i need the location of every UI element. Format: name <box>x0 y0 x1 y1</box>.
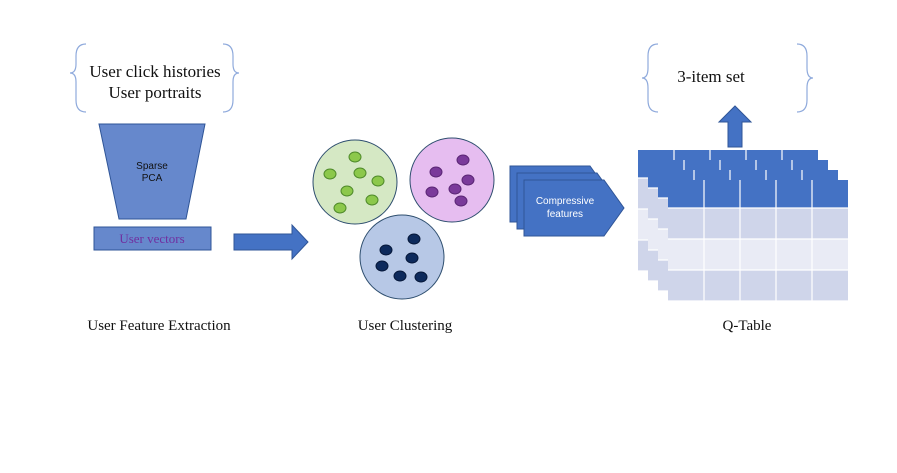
vectors-label: User vectors <box>119 231 184 246</box>
cluster-purple <box>409 137 495 223</box>
output-brace-group: 3-item set <box>641 43 814 113</box>
green-dot <box>348 151 362 163</box>
purple-dot <box>448 183 462 195</box>
caption-q-table: Q-Table <box>723 318 772 334</box>
sparse-pca-funnel: Sparse PCA <box>98 123 206 220</box>
cluster-purple-dots <box>425 154 475 207</box>
arrow-up-output <box>717 105 753 148</box>
arrow-to-clustering <box>233 223 309 261</box>
q-table-row <box>668 270 848 301</box>
caption-feature-extraction: User Feature Extraction <box>87 318 231 334</box>
blue-dot <box>414 271 428 283</box>
funnel-label-sparse: Sparse <box>136 161 168 172</box>
q-table-row <box>668 208 848 239</box>
purple-dot <box>456 154 470 166</box>
purple-dot <box>425 186 439 198</box>
cluster-green-dots <box>323 151 385 214</box>
output-left-brace <box>641 43 659 113</box>
compressive-features-stack: Compressive features <box>509 165 625 237</box>
purple-dot <box>454 195 468 207</box>
blue-dot <box>393 270 407 282</box>
cluster-purple-circle <box>409 137 495 223</box>
right-curly-brace <box>222 43 240 113</box>
cluster-blue <box>359 214 445 300</box>
cluster-blue-circle <box>359 214 445 300</box>
green-dot <box>323 168 337 180</box>
funnel-shape <box>98 123 206 220</box>
purple-dot <box>461 174 475 186</box>
blue-dot <box>405 252 419 264</box>
compressive-label-line1: Compressive <box>536 196 595 207</box>
funnel-label-pca: PCA <box>142 173 163 184</box>
input-brace-group: User click histories User portraits <box>69 43 240 113</box>
blue-dot <box>407 233 421 245</box>
cluster-blue-dots <box>375 233 428 283</box>
user-vectors-bar: User vectors <box>93 226 212 251</box>
green-dot <box>353 167 367 179</box>
purple-dot <box>429 166 443 178</box>
q-table-row <box>668 239 848 270</box>
left-curly-brace <box>69 43 87 113</box>
blue-dot <box>375 260 389 272</box>
vectors-rect <box>93 226 212 251</box>
q-table-header <box>668 180 848 208</box>
green-dot <box>340 185 354 197</box>
q-table-stack <box>638 150 848 302</box>
caption-user-clustering: User Clustering <box>358 318 453 334</box>
chevron-front <box>523 179 625 237</box>
green-dot <box>371 175 385 187</box>
green-dot <box>365 194 379 206</box>
input-line-click-histories: User click histories <box>89 62 220 81</box>
compressive-label-line2: features <box>547 209 583 220</box>
blue-dot <box>379 244 393 256</box>
output-right-brace <box>796 43 814 113</box>
green-dot <box>333 202 347 214</box>
q-table-layer <box>668 180 848 302</box>
input-line-portraits: User portraits <box>108 83 201 102</box>
cluster-green <box>312 139 398 225</box>
output-label: 3-item set <box>677 67 745 86</box>
